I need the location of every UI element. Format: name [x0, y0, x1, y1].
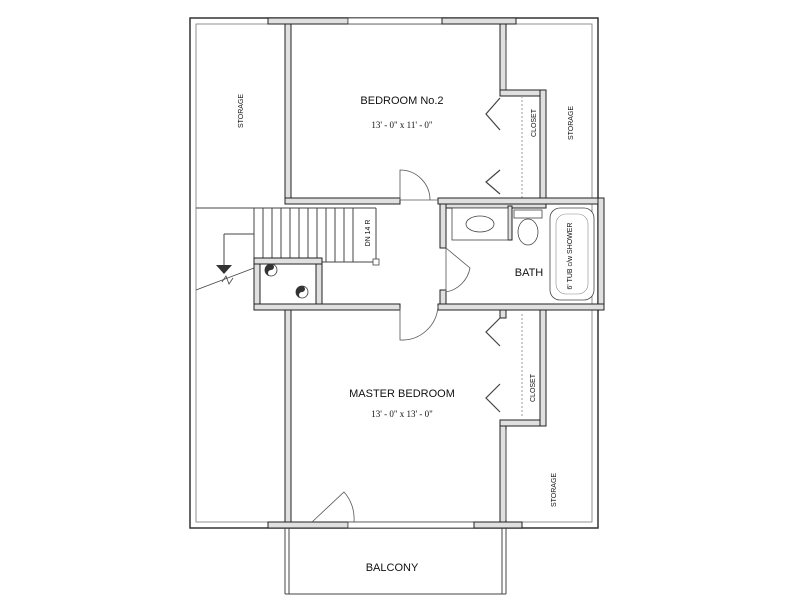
balcony-outline	[284, 528, 507, 595]
balcony-label: BALCONY	[366, 562, 419, 574]
bath-fixtures	[264, 207, 595, 301]
toilet-icon	[517, 218, 539, 246]
bath-label: BATH	[515, 267, 544, 279]
bedroom2-label: BEDROOM No.2	[360, 95, 443, 107]
master-bedroom-size: 13' - 0" x 13' - 0"	[371, 409, 433, 419]
stair	[195, 207, 380, 291]
closet-top-walls	[499, 89, 547, 203]
closet-top-label: CLOSET	[531, 108, 538, 137]
bedroom2-size: 13' - 0" x 11' - 0"	[371, 120, 433, 130]
master-walls	[284, 309, 547, 523]
storage-bottom-right-label: STORAGE	[551, 473, 558, 507]
tub-label: 6' TUB c/w SHOWER	[567, 223, 574, 290]
windows	[267, 17, 523, 529]
storage-top-right-label: STORAGE	[568, 106, 575, 140]
stair-label: DN 14 R	[365, 220, 372, 247]
storage-top-left-label: STORAGE	[238, 94, 245, 128]
bathtub-icon	[549, 207, 595, 301]
bedroom2-walls	[284, 23, 507, 205]
linen-closet-walls	[253, 257, 401, 311]
master-bedroom-label: MASTER BEDROOM	[349, 388, 455, 400]
doors	[311, 97, 501, 523]
closet-bottom-label: CLOSET	[530, 373, 537, 402]
